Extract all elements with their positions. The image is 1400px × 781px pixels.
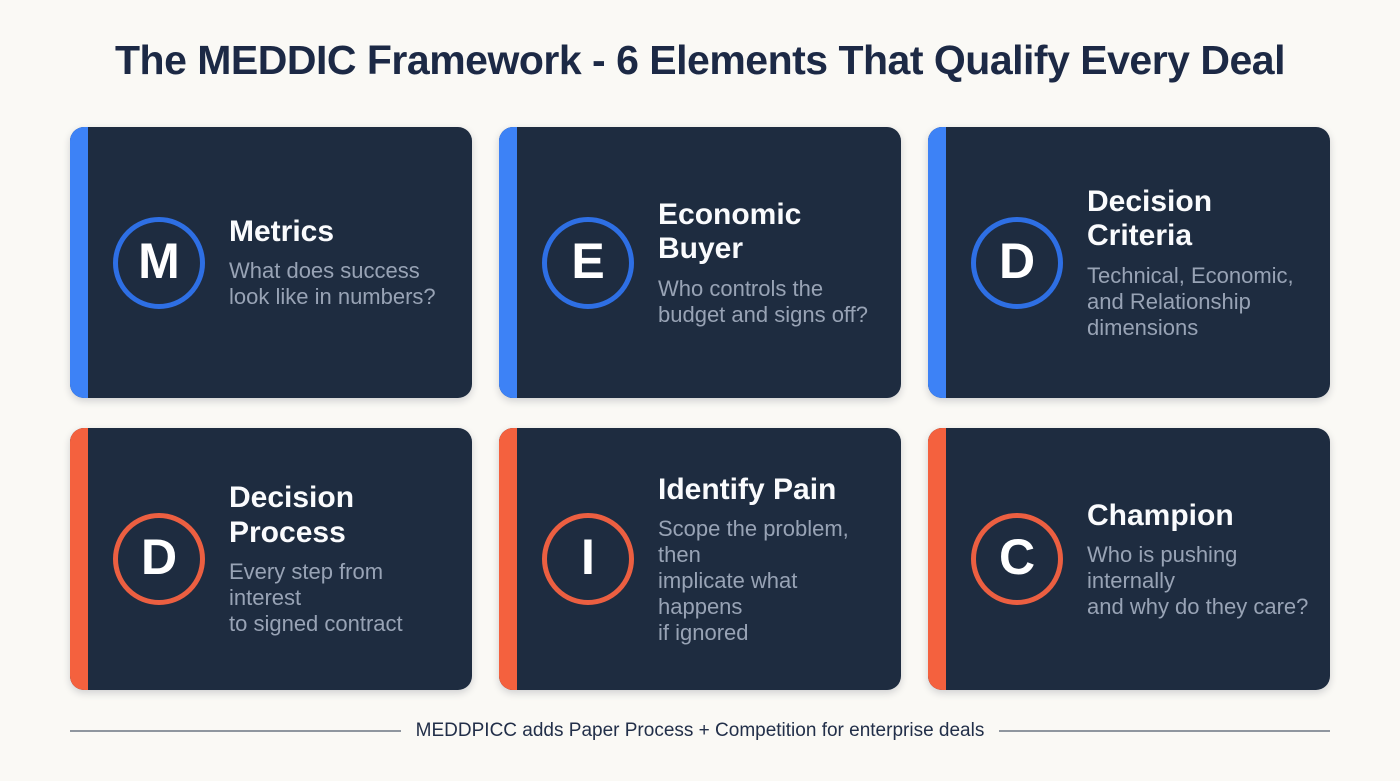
meddic-card: I Identify Pain Scope the problem, then … [499,428,901,691]
card-title: Decision Criteria [1087,184,1213,253]
footer: MEDDPICC adds Paper Process + Competitio… [70,719,1331,744]
footer-note-text: MEDDPICC adds Paper Process + Competitio… [415,720,985,741]
card-text-block: Economic Buyer Who controls the budget a… [658,198,881,328]
card-description: Every step from interest to signed contr… [229,559,403,637]
card-accent-stripe [928,127,946,399]
letter-badge-icon: D [971,216,1063,309]
meddic-card: E Economic Buyer Who controls the budget… [499,127,901,399]
card-description: Technical, Economic, and Relationship di… [1087,262,1294,340]
card-text-block: Champion Who is pushing internally and w… [1087,499,1310,620]
meddic-card: D Decision Process Every step from inter… [70,428,472,691]
card-accent-stripe [70,127,88,399]
letter-badge-icon: I [542,513,634,606]
card-accent-stripe [928,428,946,691]
card-text-block: Metrics What does success look like in n… [229,215,452,310]
card-description: Who is pushing internally and why do the… [1087,542,1309,619]
meddic-card: M Metrics What does success look like in… [70,127,472,399]
letter-badge-icon: E [542,216,634,309]
card-title: Decision Process [229,481,355,549]
card-accent-stripe [499,428,517,691]
card-description: What does success look like in numbers? [229,258,436,310]
card-description: Scope the problem, then implicate what h… [658,516,849,645]
page-title: The MEDDIC Framework - 6 Elements That Q… [115,37,1285,83]
meddic-card: D Decision Criteria Technical, Economic,… [928,127,1330,399]
letter-badge-icon: D [113,513,205,606]
cards-grid: M Metrics What does success look like in… [70,127,1330,691]
card-text-block: Identify Pain Scope the problem, then im… [658,473,881,646]
letter-badge-text: E [571,232,605,289]
letter-badge-text: D [140,529,178,586]
letter-badge-text: C [998,529,1036,586]
footer-rule-right [999,730,1331,733]
footer-rule-left [70,730,401,733]
card-description: Who controls the budget and signs off? [658,275,868,327]
letter-badge-icon: M [113,216,205,309]
card-title: Identify Pain [658,472,837,506]
card-title: Metrics [229,214,335,248]
letter-badge-text: I [581,529,595,586]
card-accent-stripe [70,428,88,691]
letter-badge-icon: C [971,513,1063,606]
letter-badge-text: D [998,232,1036,289]
card-title: Economic Buyer [658,197,802,266]
card-title: Champion [1087,498,1234,532]
card-text-block: Decision Process Every step from interes… [229,481,452,637]
meddic-card: C Champion Who is pushing internally and… [928,428,1330,691]
card-text-block: Decision Criteria Technical, Economic, a… [1087,185,1310,341]
card-accent-stripe [499,127,517,399]
letter-badge-text: M [138,232,180,289]
